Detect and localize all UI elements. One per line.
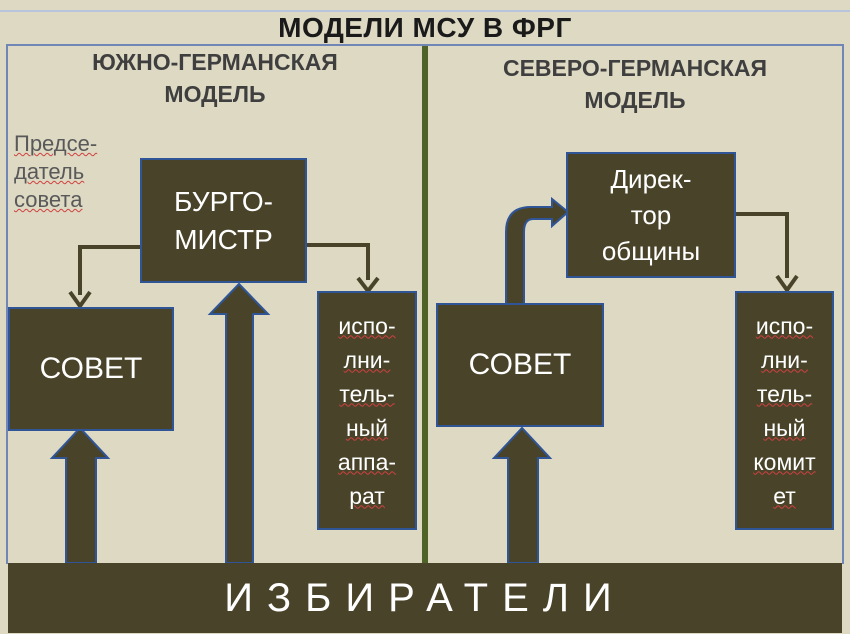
voters-bar: ИЗБИРАТЕЛИ [8, 563, 842, 633]
frame-line [6, 44, 844, 46]
frame-right-line [842, 44, 844, 564]
arrow-burgomaster-to-apparatus [307, 243, 370, 280]
north-model-heading: СЕВЕРО-ГЕРМАНСКАЯ МОДЕЛЬ [502, 55, 768, 113]
burgomaster-box: БУРГО- МИСТР [140, 158, 307, 283]
model-divider [422, 46, 428, 564]
arrow-voters-to-burgomaster [207, 282, 271, 564]
south-model-heading: ЮЖНО-ГЕРМАНСКАЯ МОДЕЛЬ [92, 49, 338, 107]
north-council-box: СОВЕТ [436, 303, 604, 427]
south-council-box: СОВЕТ [8, 307, 174, 431]
page-title: МОДЕЛИ МСУ В ФРГ [278, 12, 572, 43]
council-chair-note: Предсе- датель совета [14, 131, 98, 212]
arrow-burgomaster-to-council [78, 245, 140, 295]
executive-apparatus-box: испо- лни- тель- ный аппа- рат [317, 291, 417, 530]
community-director-box: Дирек- тор общины [566, 152, 736, 278]
frame-top-line [0, 10, 850, 12]
executive-committee-box: испо- лни- тель- ный комит ет [735, 291, 834, 530]
arrow-director-to-committee [736, 212, 789, 278]
arrow-voters-to-north-council [491, 426, 553, 564]
frame-left-line [6, 44, 8, 564]
arrow-council-to-director [505, 196, 570, 306]
arrow-voters-to-south-council [49, 426, 111, 564]
